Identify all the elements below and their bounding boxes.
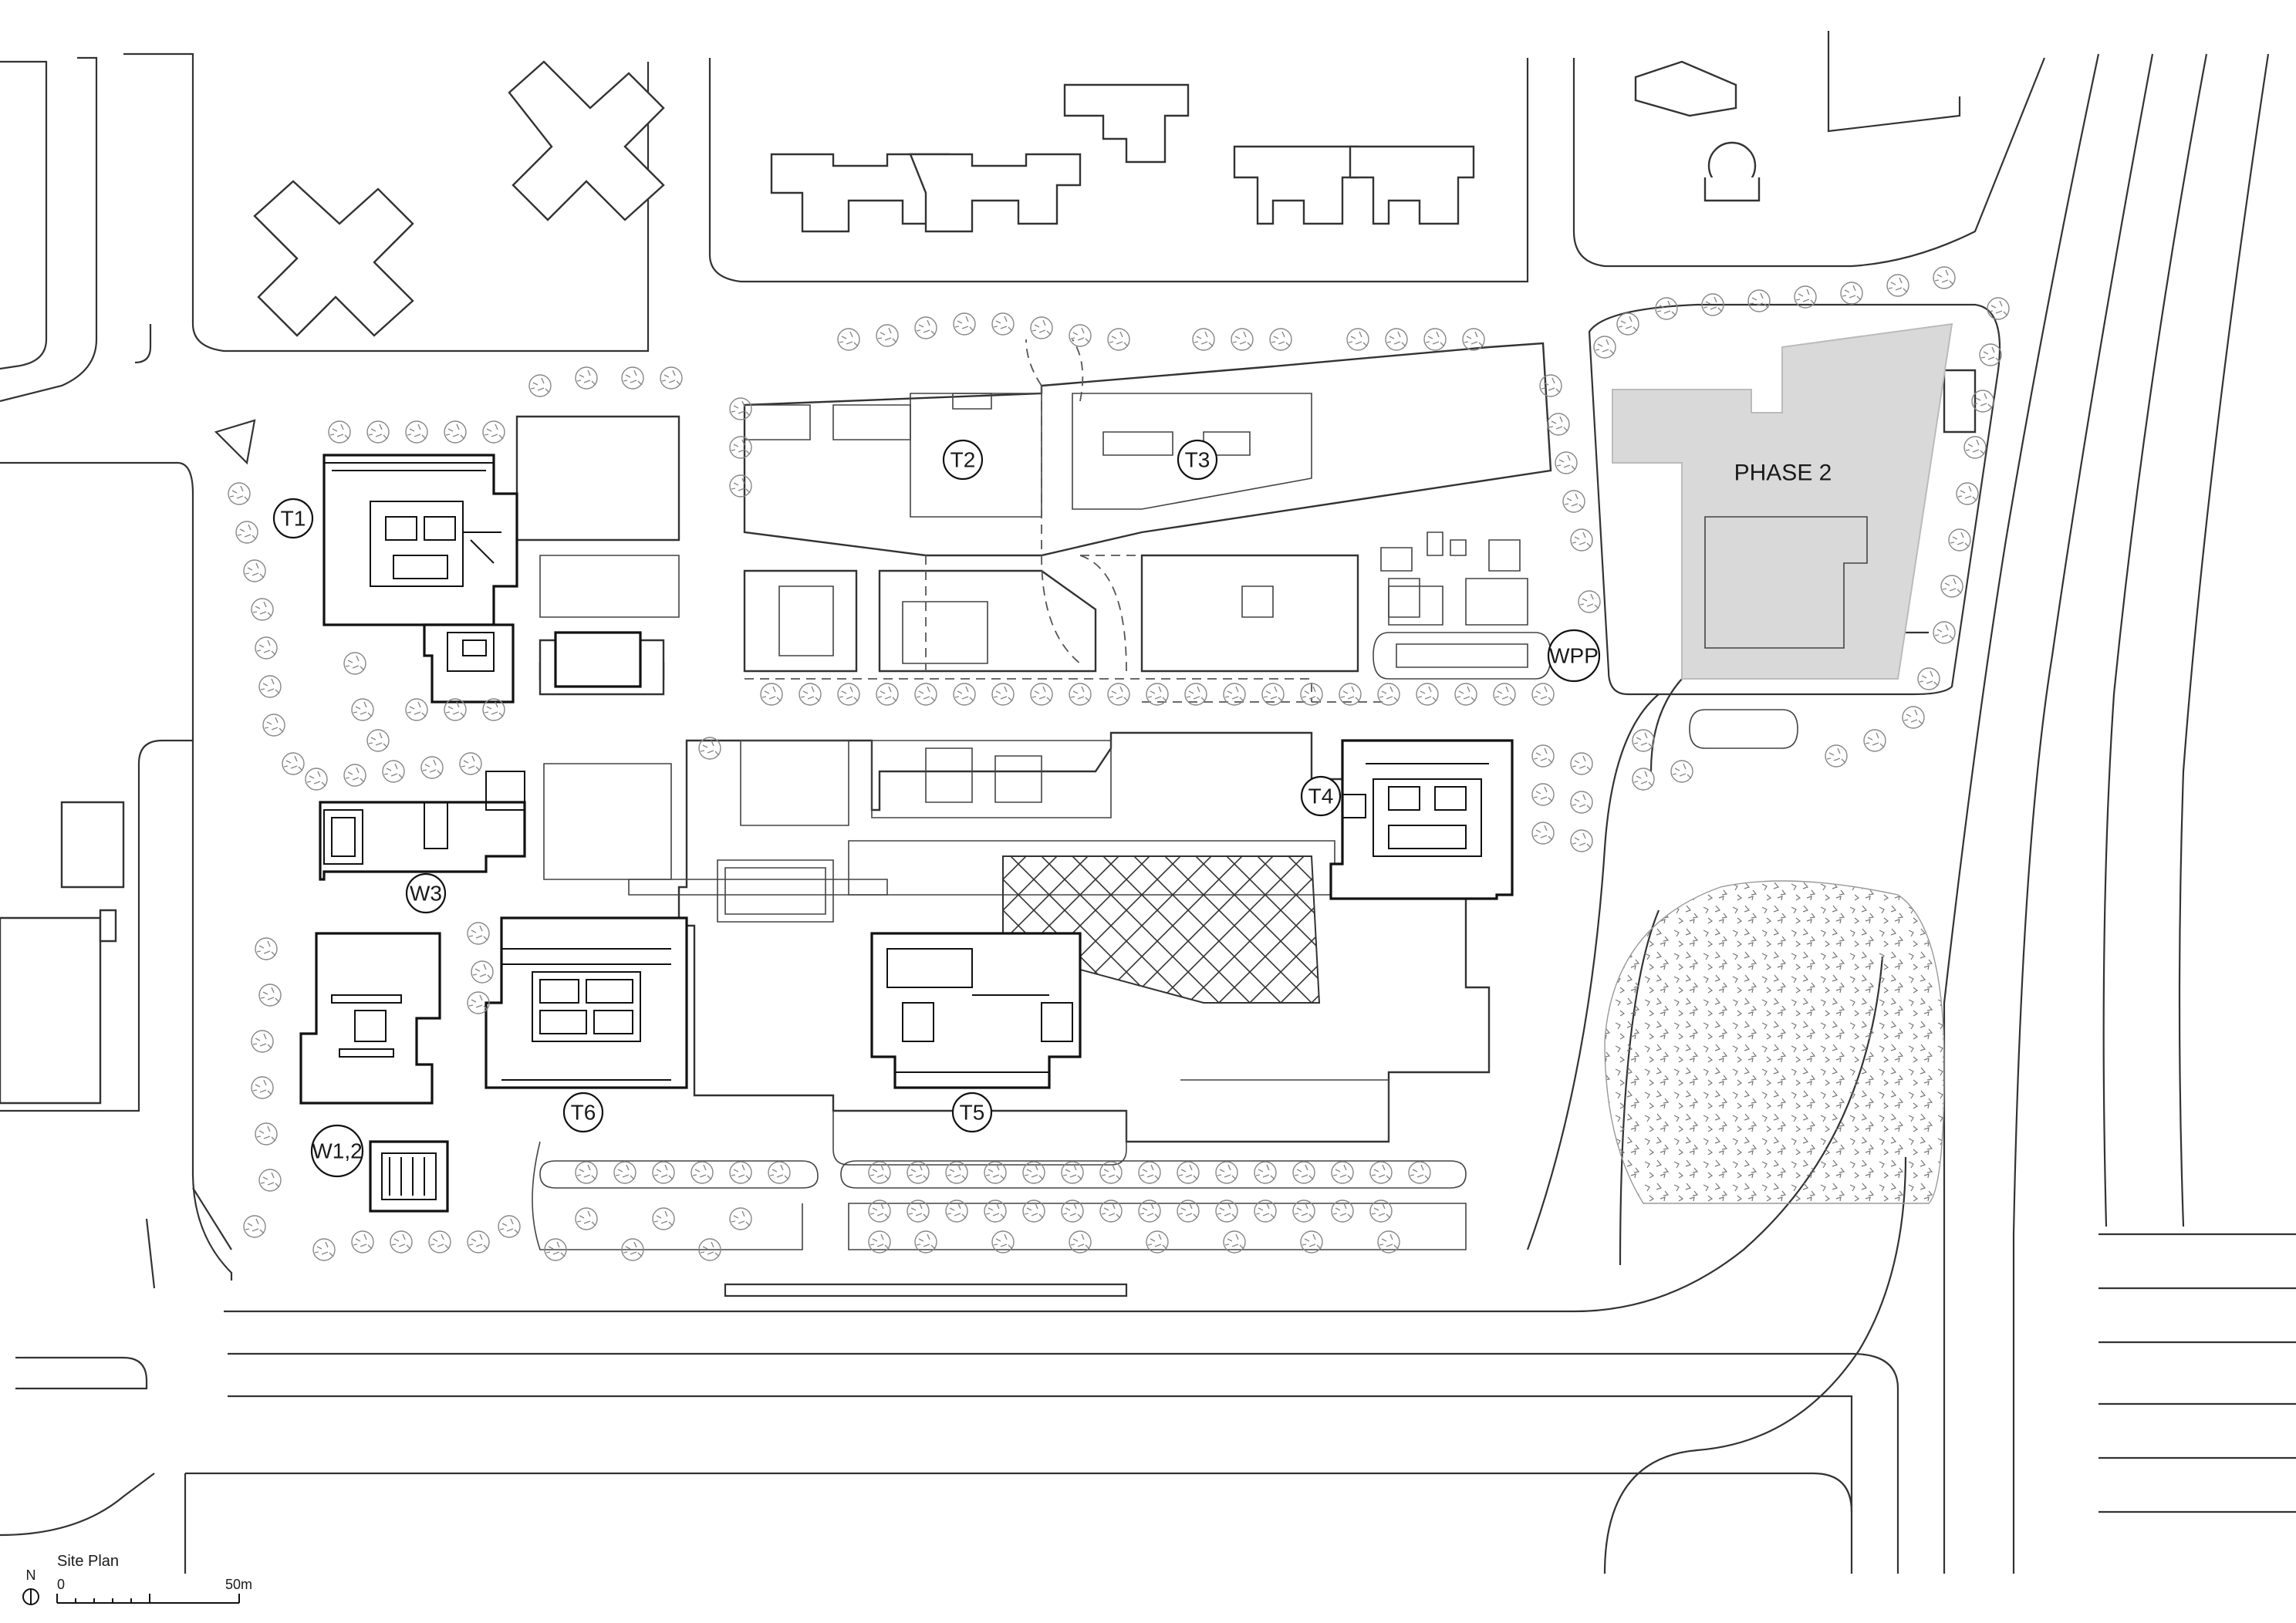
svg-text:T1: T1	[281, 507, 306, 531]
svg-text:T5: T5	[960, 1101, 985, 1125]
label-phase2: PHASE 2	[1734, 461, 1832, 486]
label-w12: W1,2	[310, 1124, 364, 1178]
svg-text:WPP: WPP	[1549, 644, 1599, 668]
scale-end-label: 50m	[225, 1577, 252, 1592]
label-t5: T5	[951, 1092, 993, 1133]
svg-text:T6: T6	[571, 1101, 596, 1125]
north-arrow-icon	[22, 1588, 39, 1605]
surrounding-buildings	[0, 60, 1977, 1105]
svg-text:T4: T4	[1308, 785, 1334, 808]
label-t2: T2	[942, 439, 984, 481]
legend-title: Site Plan	[57, 1553, 119, 1570]
svg-text:T2: T2	[950, 448, 976, 472]
phase2-area	[1612, 322, 1953, 680]
svg-text:W3: W3	[410, 882, 442, 906]
north-label: N	[26, 1567, 36, 1583]
label-t6: T6	[562, 1092, 604, 1133]
scale-bar	[56, 1594, 240, 1604]
label-t4: T4	[1300, 775, 1342, 817]
label-w3: W3	[405, 872, 447, 914]
label-t3: T3	[1177, 439, 1218, 481]
svg-text:W1,2: W1,2	[312, 1139, 362, 1163]
label-t1: T1	[272, 498, 314, 539]
svg-text:T3: T3	[1185, 448, 1210, 472]
scale-start-label: 0	[57, 1577, 65, 1592]
legend: Site Plan N 0 50m	[22, 1553, 252, 1605]
tower-floor-plans	[299, 454, 1514, 1213]
planting-area	[1604, 880, 1945, 1204]
label-wpp: WPP	[1547, 629, 1601, 683]
